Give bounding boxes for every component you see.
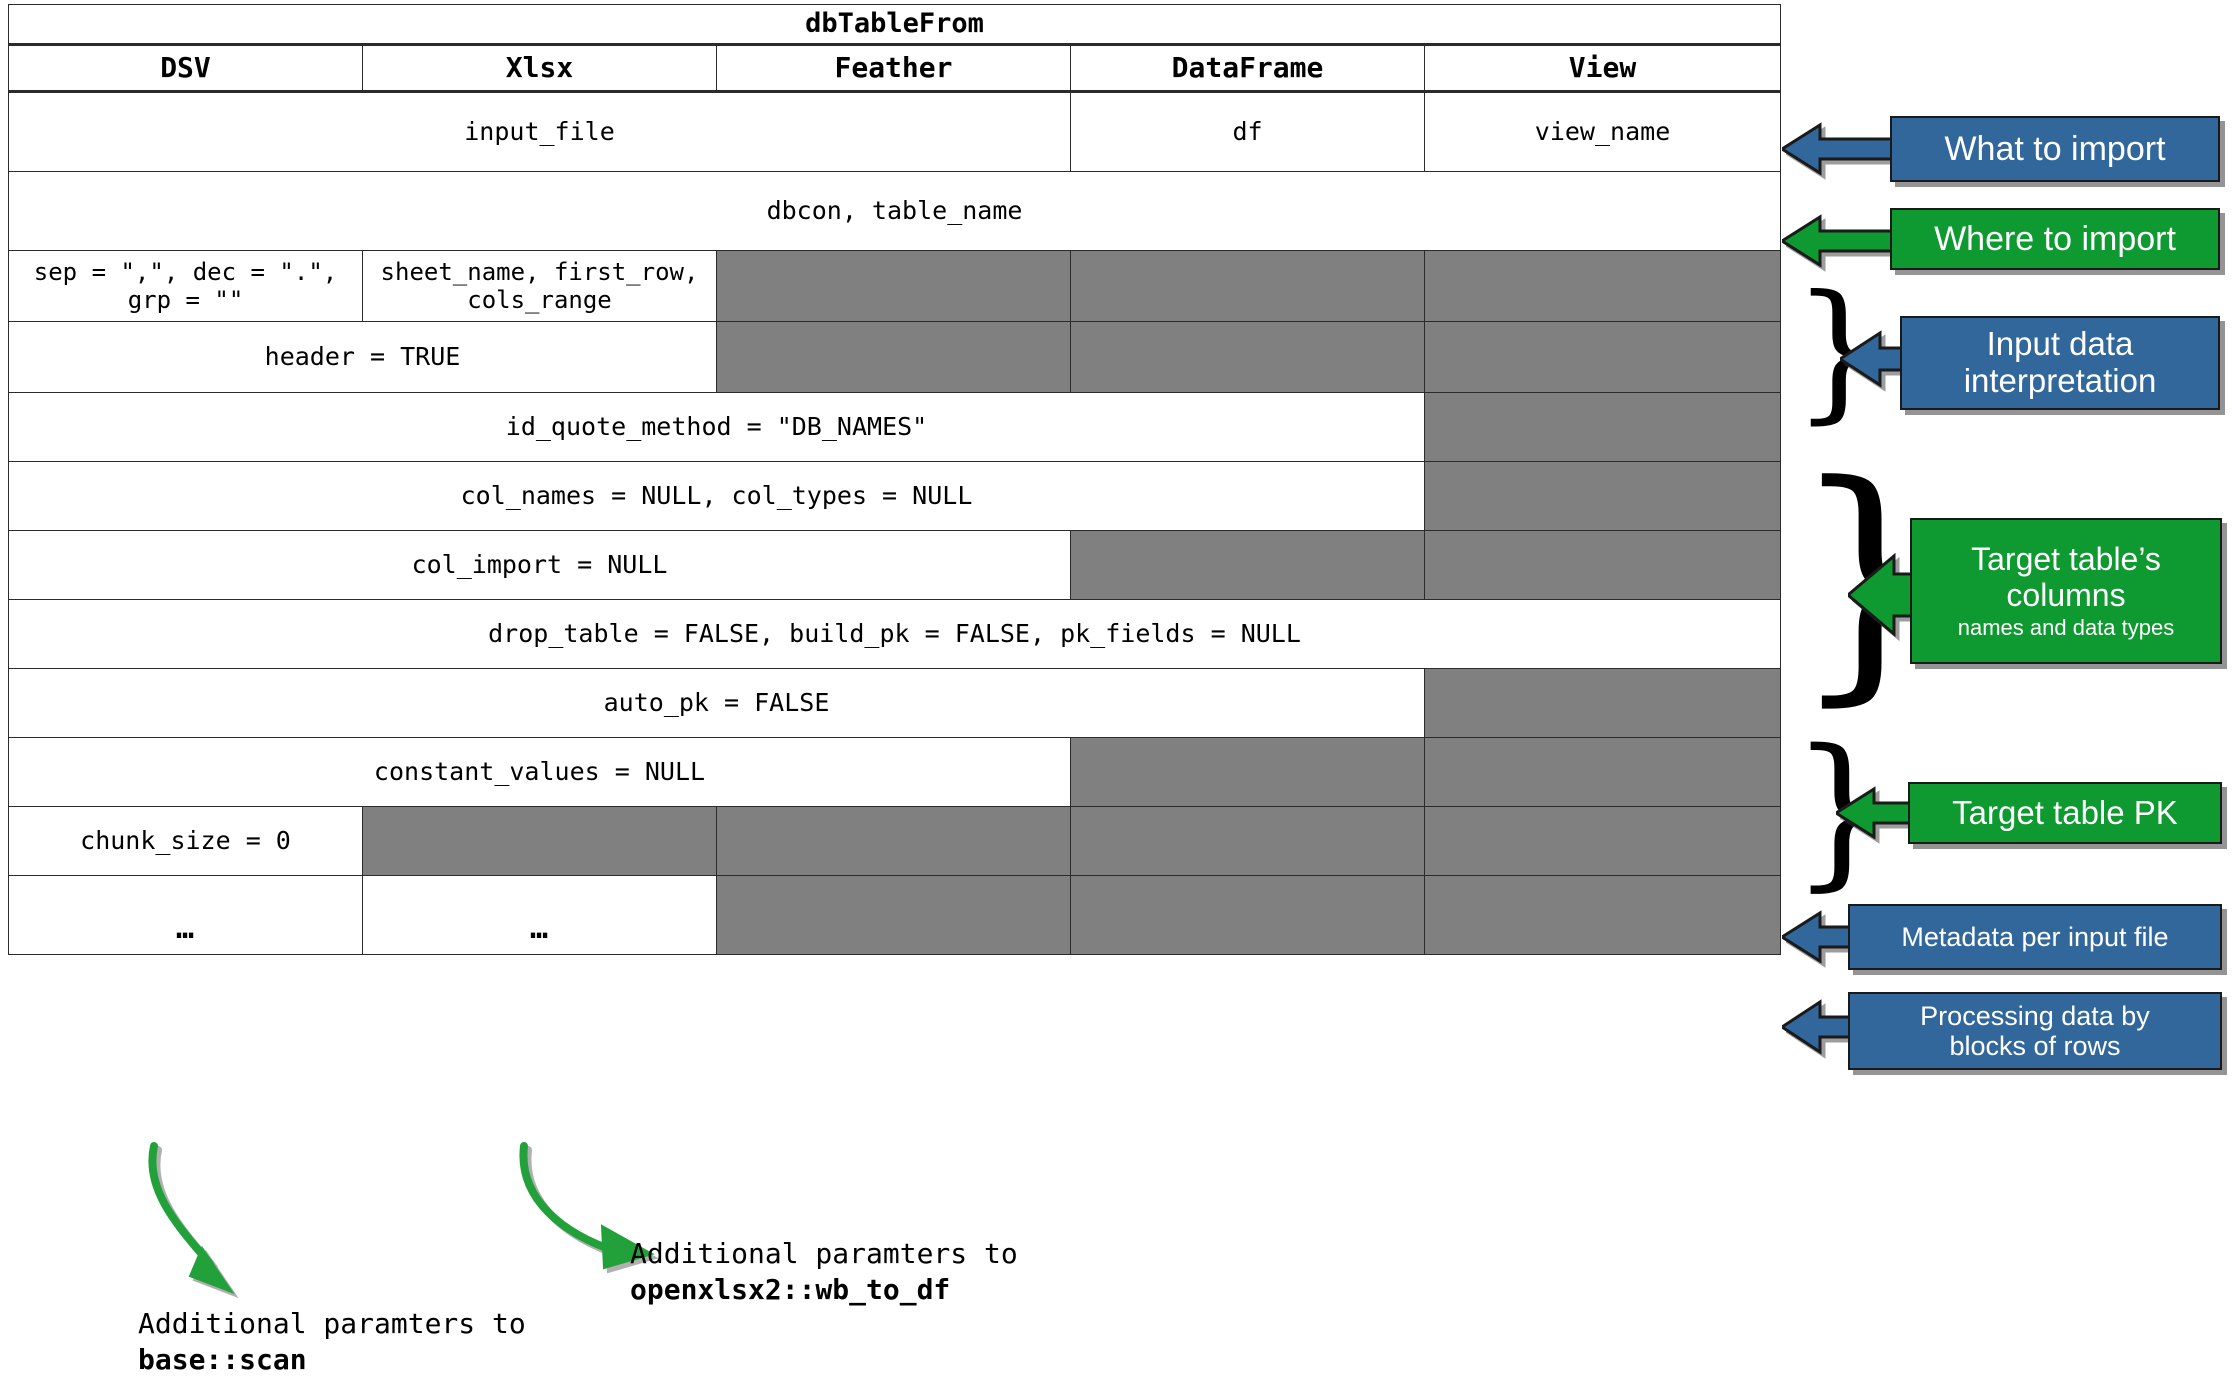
cell-not-applicable xyxy=(1423,668,1782,738)
cell-parameter: chunk_size = 0 xyxy=(8,806,363,876)
cell-not-applicable xyxy=(716,321,1071,393)
cell-not-applicable xyxy=(1070,737,1425,807)
cell-parameter: … xyxy=(362,875,717,955)
cell-not-applicable xyxy=(1070,806,1425,876)
footnote-xlsx: Additional paramters to openxlsx2::wb_to… xyxy=(630,1236,1018,1308)
row-auto-pk: auto_pk = FALSE xyxy=(8,668,1782,738)
cell-not-applicable xyxy=(1070,530,1425,600)
cell-not-applicable xyxy=(716,250,1071,322)
callout-label: Metadata per input file xyxy=(1901,921,2169,952)
row-ellipsis: …… xyxy=(8,875,1782,955)
cell-not-applicable xyxy=(1070,875,1425,955)
cell-parameter: col_names = NULL, col_types = NULL xyxy=(8,461,1425,531)
cell-not-applicable xyxy=(1423,250,1782,322)
row-parser-options: sep = ",", dec = ".", grp = ""sheet_name… xyxy=(8,250,1782,322)
curved-arrow-dsv xyxy=(140,1142,270,1302)
footnote-dsv: Additional paramters to base::scan xyxy=(138,1306,526,1378)
arrow-metadata-per-input-file xyxy=(1782,908,1902,966)
cell-not-applicable xyxy=(1423,530,1782,600)
footnote-dsv-line1: Additional paramters to xyxy=(138,1307,526,1340)
cell-parameter: id_quote_method = "DB_NAMES" xyxy=(8,392,1425,462)
cell-parameter: sep = ",", dec = ".", grp = "" xyxy=(8,250,363,322)
callout-metadata-per-input-file: Metadata per input file xyxy=(1848,904,2222,970)
column-header-view: View xyxy=(1423,44,1782,93)
cell-not-applicable xyxy=(716,875,1071,955)
row-id-quote-method: id_quote_method = "DB_NAMES" xyxy=(8,392,1782,462)
column-header-dsv: DSV xyxy=(8,44,363,93)
cell-parameter: dbcon, table_name xyxy=(7,171,1782,251)
callout-input-data-interpretation: Input data interpretation xyxy=(1900,316,2220,410)
row-destination: dbcon, table_name xyxy=(7,171,1782,251)
cell-parameter: view_name xyxy=(1423,91,1782,172)
callout-line-1: Processing data by xyxy=(1920,1000,2150,1031)
footnote-dsv-code: base::scan xyxy=(138,1342,307,1376)
cell-parameter: sheet_name, first_row, cols_range xyxy=(362,250,717,322)
cell-not-applicable xyxy=(1423,461,1782,531)
callout-where-to-import: Where to import xyxy=(1890,208,2220,270)
cell-not-applicable xyxy=(1423,737,1782,807)
cell-not-applicable xyxy=(716,806,1071,876)
row-col-names-types: col_names = NULL, col_types = NULL xyxy=(8,461,1782,531)
row-drop-build-pk: drop_table = FALSE, build_pk = FALSE, pk… xyxy=(7,599,1782,669)
callout-target-table-pk: Target table PK xyxy=(1908,782,2222,844)
callout-line-2: interpretation xyxy=(1963,362,2157,399)
arrow-what-to-import xyxy=(1782,120,1902,178)
column-header-feather: Feather xyxy=(716,44,1071,93)
row-header: header = TRUE xyxy=(8,321,1782,393)
cell-parameter: header = TRUE xyxy=(8,321,717,393)
table-title-row: dbTableFrom xyxy=(7,4,1782,46)
cell-parameter: col_import = NULL xyxy=(8,530,1071,600)
cell-parameter: constant_values = NULL xyxy=(8,737,1071,807)
arrow-where-to-import xyxy=(1782,212,1902,270)
column-header-xlsx: Xlsx xyxy=(362,44,717,93)
callout-label: Where to import xyxy=(1934,219,2176,258)
cell-parameter: input_file xyxy=(8,91,1071,172)
table-title: dbTableFrom xyxy=(7,4,1782,46)
callout-label: What to import xyxy=(1944,129,2166,168)
callout-line-1: Input data xyxy=(1986,325,2134,363)
footnote-xlsx-line1: Additional paramters to xyxy=(630,1237,1018,1270)
row-chunk-size: chunk_size = 0 xyxy=(8,806,1782,876)
cell-parameter: auto_pk = FALSE xyxy=(8,668,1425,738)
arrow-processing-blocks xyxy=(1782,996,1902,1058)
callout-line-2: blocks of rows xyxy=(1949,1031,2121,1061)
cell-not-applicable xyxy=(1070,321,1425,393)
cell-not-applicable xyxy=(1423,806,1782,876)
callout-line-1: Target table’s xyxy=(1971,540,2161,577)
callout-line-2: columns xyxy=(2006,576,2126,613)
row-constant-values: constant_values = NULL xyxy=(8,737,1782,807)
cell-parameter: drop_table = FALSE, build_pk = FALSE, pk… xyxy=(7,599,1782,669)
callout-label: Target table PK xyxy=(1952,793,2178,831)
cell-not-applicable xyxy=(362,806,717,876)
cell-not-applicable xyxy=(1423,392,1782,462)
callout-target-table-columns: Target table’s columns names and data ty… xyxy=(1910,518,2222,664)
callout-what-to-import: What to import xyxy=(1890,116,2220,182)
row-col-import: col_import = NULL xyxy=(8,530,1782,600)
cell-parameter: df xyxy=(1070,91,1425,172)
callout-subtitle: names and data types xyxy=(1957,614,2175,640)
cell-not-applicable xyxy=(1070,250,1425,322)
callout-processing-blocks: Processing data by blocks of rows xyxy=(1848,992,2222,1070)
arrow-target-table-pk xyxy=(1836,784,1954,842)
footnote-xlsx-code: openxlsx2::wb_to_df xyxy=(630,1272,951,1306)
column-header-dataframe: DataFrame xyxy=(1070,44,1425,93)
cell-not-applicable xyxy=(1423,321,1782,393)
cell-parameter: … xyxy=(8,875,363,955)
curved-arrow-xlsx xyxy=(506,1142,676,1282)
cell-not-applicable xyxy=(1423,875,1782,955)
